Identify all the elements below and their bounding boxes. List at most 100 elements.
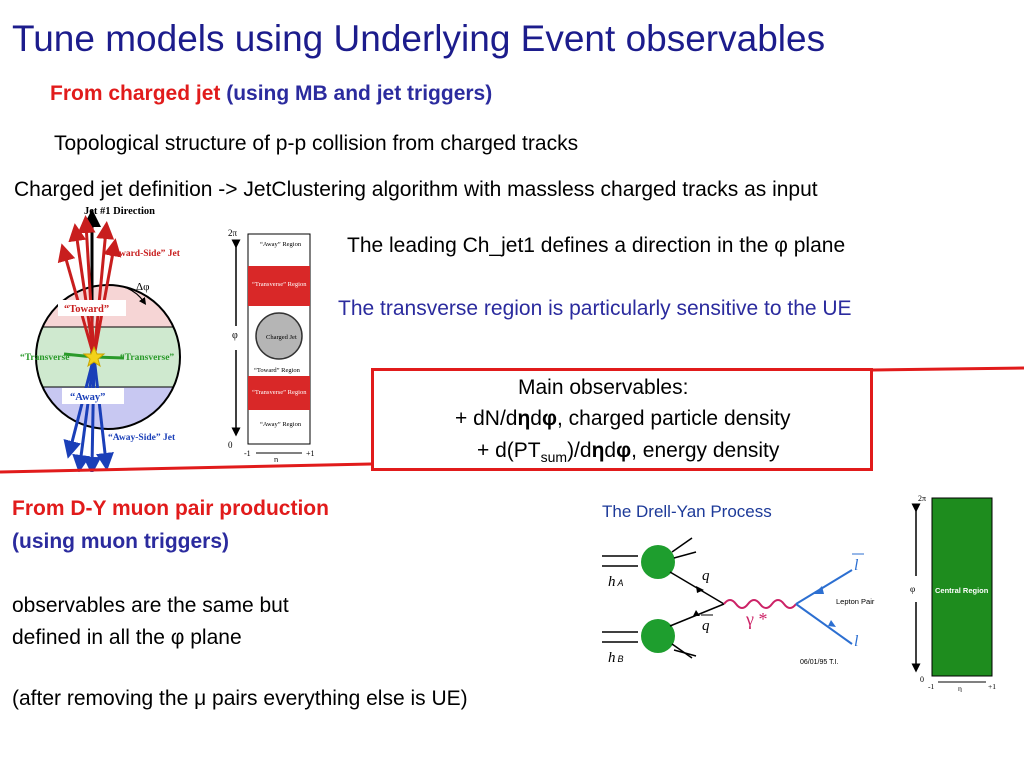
obs1-eta: η <box>517 407 531 430</box>
eta-axis-label: η <box>274 455 278 462</box>
dy-observables-line1: observables are the same but <box>12 594 289 617</box>
mu-symbol: μ <box>194 687 207 710</box>
dy-line2-before: defined in all the <box>12 626 171 649</box>
obs1-d: d <box>530 407 542 430</box>
separator-line-right <box>872 366 1024 372</box>
central-minus-one-label: -1 <box>928 682 934 691</box>
zero-label: 0 <box>228 440 233 450</box>
obs2-eta: η <box>591 439 605 462</box>
toward-region-label: “Toward” Region <box>254 367 301 374</box>
obs2-before: + d(PT <box>477 439 541 462</box>
phi-axis-label: φ <box>232 330 238 341</box>
charged-jet-label: Charged Jet <box>266 334 297 341</box>
central-eta-label: η <box>958 684 962 692</box>
hadron-b-blob <box>641 619 675 653</box>
transverse-region-bottom-label: “Transverse” Region <box>252 389 307 396</box>
away-track <box>72 356 96 472</box>
delta-phi-label: Δφ <box>136 281 149 293</box>
dy-triggers: (using muon triggers) <box>12 530 229 553</box>
charged-jet-circle <box>255 312 303 360</box>
hadron-a-blob <box>641 545 675 579</box>
lepton-pair-label: Lepton Pair <box>836 597 875 606</box>
transverse-region-bottom <box>248 376 310 410</box>
subtitle: From charged jet (using MB and jet trigg… <box>50 82 492 106</box>
away-track <box>92 356 114 471</box>
obs2-phi: φ <box>616 439 632 462</box>
drell-yan-title: The Drell-Yan Process <box>602 502 772 521</box>
antilepton-line <box>795 569 853 605</box>
central-two-pi-label: 2π <box>918 494 926 503</box>
dy-after-removing: (after removing the μ pairs everything e… <box>12 687 468 711</box>
away-side-jet-label: “Away-Side” Jet <box>108 432 176 443</box>
leading-jet-text: The leading Ch_jet1 defines a direction … <box>347 234 845 258</box>
toward-track <box>68 223 96 358</box>
observables-title: Main observables: <box>518 376 689 399</box>
central-region-diagram: 2π φ 0 Central Region -1 η +1 <box>910 494 996 692</box>
central-region-rect <box>931 497 993 677</box>
minus-one-label: -1 <box>244 449 251 458</box>
toward-label: “Toward” <box>64 304 109 315</box>
observables-box <box>371 368 873 471</box>
obs1-before: + dN/d <box>455 407 518 430</box>
central-plus-one-label: +1 <box>988 682 996 691</box>
collision-point <box>82 345 106 368</box>
central-region-label: Central Region <box>935 586 989 595</box>
away-label-box <box>62 388 124 404</box>
away-track <box>83 356 102 472</box>
subtitle-triggers: (using MB and jet triggers) <box>226 82 493 105</box>
antiquark-label: q <box>702 618 710 634</box>
photon-label: γ * <box>745 609 767 629</box>
toward-label-box <box>58 300 126 316</box>
dy-line2-after: plane <box>184 626 242 649</box>
transverse-left-label: “Transverse” <box>20 352 74 363</box>
lepton-line <box>795 603 853 645</box>
lepton-label: l <box>854 633 859 650</box>
central-zero-label: 0 <box>920 675 924 684</box>
transverse-region-top <box>248 266 310 306</box>
separator-lines <box>0 366 1024 474</box>
region-diagram: 2π φ 0 “Away” Region “Transverse” Region… <box>228 228 315 462</box>
away-region-top-label: “Away” Region <box>260 241 302 248</box>
toward-track <box>77 215 96 358</box>
central-phi-label: φ <box>910 584 915 594</box>
jet-direction-diagram: Δφ Jet #1 Direction “Toward-Side” Jet “T… <box>20 206 181 472</box>
obs2-mid: )/d <box>567 439 592 462</box>
toward-side-jet-label: “Toward-Side” Jet <box>104 248 181 259</box>
transverse-sensitivity-text: The transverse region is particularly se… <box>338 297 852 320</box>
two-pi-label: 2π <box>228 228 238 238</box>
obs1-after: , charged particle density <box>557 407 791 430</box>
jet-direction-label: Jet #1 Direction <box>84 206 155 217</box>
observable-density: + dN/dηdφ, charged particle density <box>455 407 790 431</box>
page-title: Tune models using Underlying Event obser… <box>12 18 826 59</box>
dy-after-after: pairs everything else is UE) <box>206 687 468 710</box>
subtitle-charged-jet: From charged jet <box>50 82 221 105</box>
obs2-sub: sum <box>540 449 568 466</box>
obs2-after: , energy density <box>631 439 780 462</box>
phi-symbol: φ <box>774 234 788 257</box>
photon-line <box>723 599 797 609</box>
plus-one-label: +1 <box>306 449 315 458</box>
jet-definition-text: Charged jet definition -> JetClustering … <box>14 178 818 201</box>
leading-jet-text-before: The leading Ch_jet1 defines a direction … <box>347 234 775 257</box>
obs2-d: d <box>604 439 617 462</box>
dy-observables-line2: defined in all the φ plane <box>12 626 242 650</box>
leading-jet-text-after: plane <box>787 234 846 257</box>
observable-energy-density: + d(PTsum)/dηdφ, energy density <box>477 439 779 465</box>
date-note: 06/01/95 T.I. <box>800 659 838 666</box>
quark-label: q <box>702 568 710 584</box>
separator-line-left <box>0 462 372 474</box>
transverse-right-label: “Transverse” <box>120 352 174 363</box>
away-region-bottom-label: “Away” Region <box>260 421 302 428</box>
delta-phi-arc <box>123 286 147 305</box>
transverse-region-top-label: “Transverse” Region <box>252 281 307 288</box>
antilepton-label: l <box>854 557 859 574</box>
obs1-phi: φ <box>541 407 558 430</box>
dy-after-before: (after removing the <box>12 687 195 710</box>
topology-text: Topological structure of p-p collision f… <box>54 132 579 155</box>
phi-symbol: φ <box>170 626 185 649</box>
away-label: “Away” <box>70 392 105 403</box>
dy-title: From D-Y muon pair production <box>12 497 329 520</box>
